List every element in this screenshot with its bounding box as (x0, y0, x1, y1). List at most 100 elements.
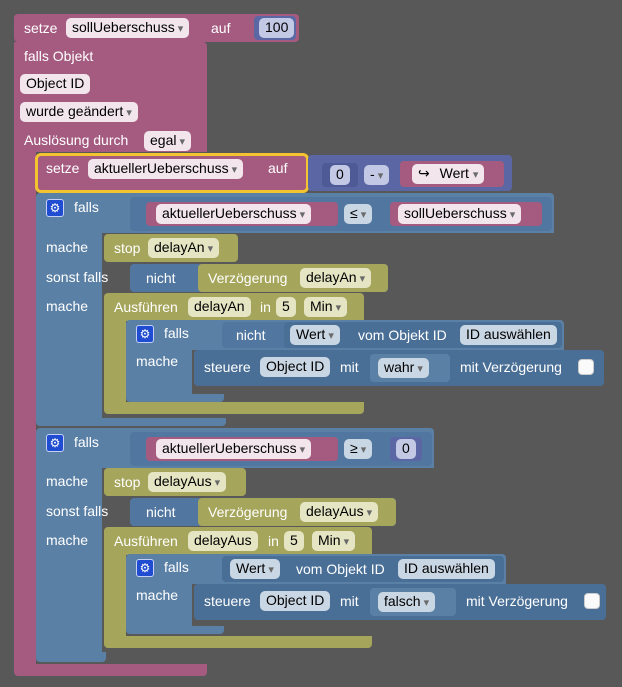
number-block[interactable]: 100 (254, 16, 296, 40)
wert-label: Wert (439, 165, 469, 181)
egal-dropdown[interactable]: egal (144, 131, 192, 151)
checkbox-icon[interactable] (584, 593, 600, 609)
object-id-field[interactable]: Object ID (20, 74, 91, 94)
wert-block[interactable]: ↪ Wert (400, 161, 504, 187)
selection-outline (35, 153, 309, 193)
not-block-1[interactable]: nicht Verzögerung delayAn (130, 264, 388, 292)
stop-label-1: stop (114, 240, 141, 256)
bool-dropdown-2[interactable]: falsch (378, 592, 436, 612)
verzoegerung-block-2[interactable]: Verzögerung delayAus (198, 498, 396, 526)
steuere-label-2: steuere (204, 593, 251, 609)
not-block-2[interactable]: nicht Verzögerung delayAus (130, 498, 396, 526)
gear-icon[interactable]: ⚙ (46, 434, 64, 452)
steuere-object-field-1[interactable]: Object ID (260, 357, 331, 377)
inner-if-spine-2 (126, 582, 192, 630)
compare-left-dropdown-2[interactable]: aktuellerUeberschuss (156, 439, 312, 459)
wert-dropdown[interactable]: ↪ Wert (412, 164, 485, 184)
ausfuehren-label-2: Ausführen (114, 533, 178, 549)
ausfuehren-label-1: Ausführen (114, 299, 178, 315)
stop-block-2[interactable]: stop delayAus (104, 468, 246, 496)
mache2-label-2: mache (46, 532, 89, 548)
gear-icon[interactable]: ⚙ (136, 325, 154, 343)
vom-objekt-label-1: vom Objekt ID (358, 327, 447, 343)
auf-label: auf (211, 20, 231, 36)
bool-dropdown-1[interactable]: wahr (378, 358, 429, 378)
ausfuehren-footer-1 (104, 402, 364, 414)
stop-block-1[interactable]: stop delayAn (104, 234, 238, 262)
gear-icon[interactable]: ⚙ (46, 199, 64, 217)
wurde-geaendert-dropdown[interactable]: wurde geändert (20, 102, 138, 122)
id-auswaehlen-field-1[interactable]: ID auswählen (460, 325, 557, 345)
inner-mache-label-2: mache (136, 587, 179, 603)
ausfuehren-delay-field-2[interactable]: delayAus (188, 531, 258, 551)
steuere-object-field-2[interactable]: Object ID (260, 591, 331, 611)
zero-number-block[interactable]: 0 (322, 163, 358, 187)
minus-block[interactable]: 0 - ↪ Wert (308, 155, 512, 191)
inner-falls-label-1: falls (164, 325, 189, 341)
compare-right-number-2[interactable]: 0 (390, 437, 422, 461)
stop-delay-dropdown-1[interactable]: delayAn (148, 238, 220, 258)
ausfuehren-spine-1 (104, 320, 126, 406)
setze-label-2: setze (46, 160, 80, 176)
compare-right-field-2[interactable]: 0 (396, 439, 416, 459)
auf-label-2: auf (268, 160, 288, 176)
get-value-dropdown-1[interactable]: Wert (290, 325, 340, 345)
mache-label-1: mache (46, 239, 89, 255)
steuere-block-1[interactable]: steuere Object ID mit wahr mit Verzögeru… (194, 350, 604, 386)
inner-if-footer-1 (126, 394, 224, 402)
get-value-dropdown-2[interactable]: Wert (230, 559, 280, 579)
checkbox-icon[interactable] (578, 359, 594, 375)
id-auswaehlen-field-2[interactable]: ID auswählen (398, 559, 495, 579)
get-value-block-1[interactable]: Wert vom Objekt ID ID auswählen (284, 322, 562, 348)
minutes-field-1[interactable]: 5 (276, 297, 296, 317)
unit-dropdown-2[interactable]: Min (312, 531, 356, 551)
sonst-falls-label-2: sonst falls (46, 503, 109, 519)
bool-block-2[interactable]: falsch (370, 588, 456, 616)
ausfuehren-footer-2 (104, 636, 372, 648)
get-value-block-2[interactable]: Wert vom Objekt ID ID auswählen (222, 556, 504, 582)
compare-left-var-2[interactable]: aktuellerUeberschuss (146, 437, 338, 461)
ausloesung-label: Auslösung durch (24, 132, 129, 148)
compare-right-dropdown[interactable]: sollUeberschuss (398, 204, 522, 224)
number-field[interactable]: 100 (259, 18, 295, 38)
verzoegerung-label-1: Verzögerung (208, 270, 288, 286)
compare-left-var[interactable]: aktuellerUeberschuss (146, 202, 338, 226)
steuere-block-2[interactable]: steuere Object ID mit falsch mit Verzöge… (194, 584, 606, 620)
minus-operator-dropdown[interactable]: - (364, 165, 390, 185)
mit-verzoegerung-label-1: mit Verzögerung (460, 359, 562, 375)
var-aktuell-dropdown[interactable]: aktuellerUeberschuss (88, 159, 244, 179)
sonst-falls-label-1: sonst falls (46, 269, 109, 285)
minutes-field-2[interactable]: 5 (284, 531, 304, 551)
mit-label-2: mit (340, 593, 359, 609)
bool-block-1[interactable]: wahr (370, 354, 450, 382)
falls-objekt-label: falls Objekt (24, 48, 94, 64)
mit-verzoegerung-label-2: mit Verzögerung (466, 593, 568, 609)
falls-label-2: falls (74, 434, 99, 450)
ausfuehren-block-1[interactable]: Ausführen delayAn in 5 Min (104, 293, 364, 321)
ausfuehren-block-2[interactable]: Ausführen delayAus in 5 Min (104, 527, 372, 555)
nicht-label-2: nicht (146, 504, 176, 520)
compare-left-dropdown[interactable]: aktuellerUeberschuss (156, 204, 312, 224)
verzoegerung-block-1[interactable]: Verzögerung delayAn (198, 264, 388, 292)
inner-not-block-1[interactable]: nicht Wert vom Objekt ID ID auswählen (222, 322, 562, 348)
unit-dropdown-1[interactable]: Min (304, 297, 348, 317)
gear-icon[interactable]: ⚙ (136, 559, 154, 577)
stop-delay-dropdown-2[interactable]: delayAus (148, 472, 227, 492)
compare-right-var[interactable]: sollUeberschuss (390, 202, 542, 226)
verzoegerung-label-2: Verzögerung (208, 504, 288, 520)
zero-field[interactable]: 0 (330, 165, 350, 185)
steuere-label-1: steuere (204, 359, 251, 375)
verzoegerung-delay-dropdown-2[interactable]: delayAus (300, 502, 379, 522)
compare-op-dropdown-2[interactable]: ≥ (344, 439, 373, 459)
return-arrow-icon: ↪ (418, 165, 430, 181)
in-label-1: in (260, 299, 271, 315)
ausfuehren-delay-field-1[interactable]: delayAn (188, 297, 251, 317)
verzoegerung-delay-dropdown-1[interactable]: delayAn (300, 268, 372, 288)
vom-objekt-label-2: vom Objekt ID (296, 561, 385, 577)
inner-if-footer-2 (126, 626, 224, 634)
compare-op-dropdown-1[interactable]: ≤ (344, 204, 373, 224)
mache-label-2: mache (46, 473, 89, 489)
inner-mache-label-1: mache (136, 353, 179, 369)
set-soll-block[interactable]: setze sollUeberschuss auf 100 (14, 14, 299, 42)
var-soll-dropdown[interactable]: sollUeberschuss (66, 18, 190, 38)
